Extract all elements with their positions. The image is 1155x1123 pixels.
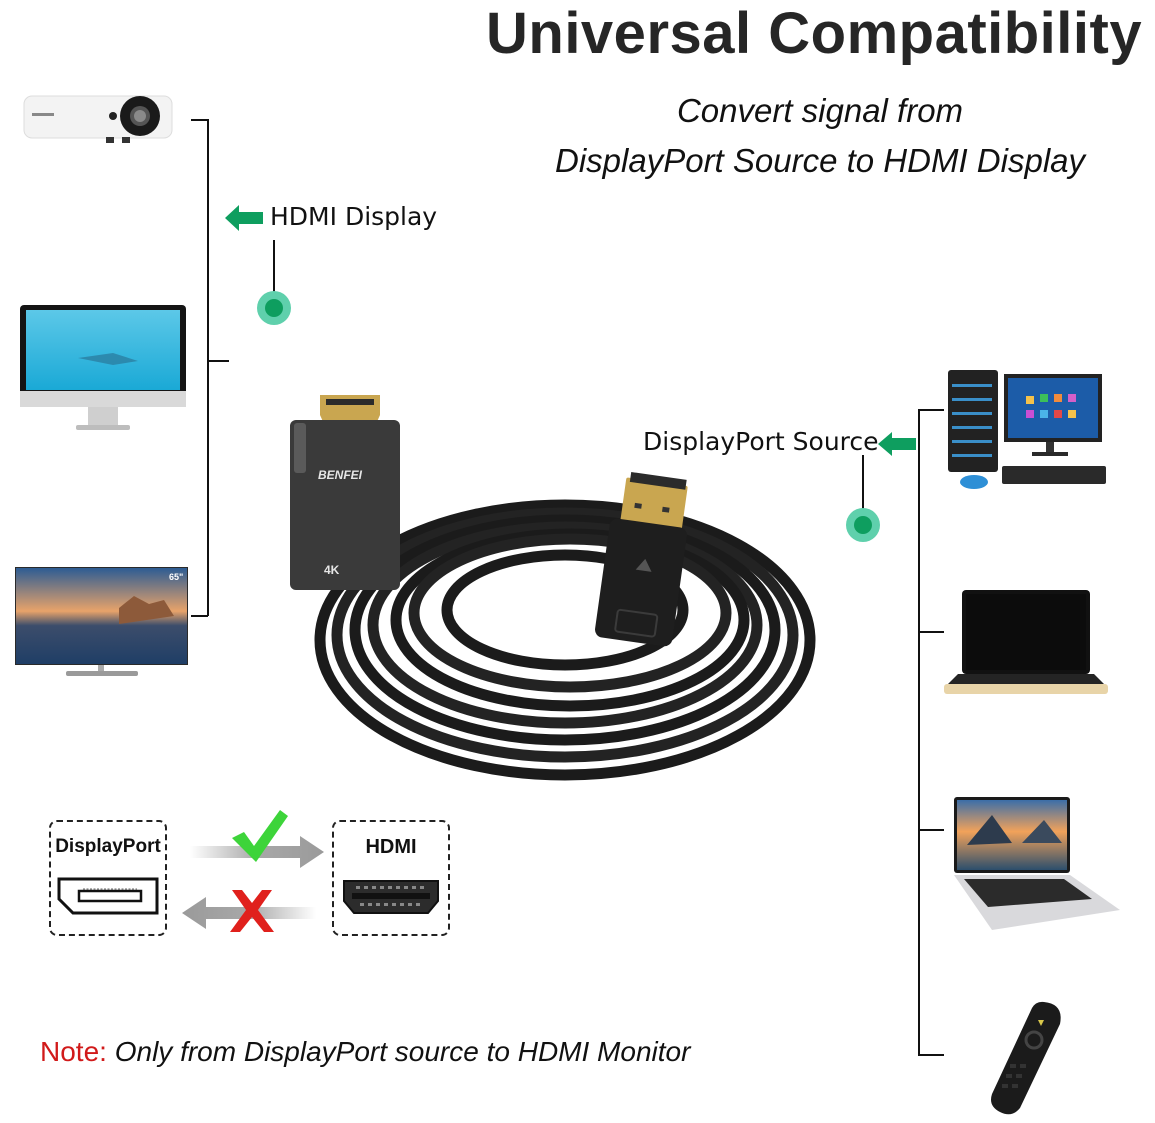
hdmi-marker-dot [257, 291, 291, 325]
left-bracket-bottom [191, 615, 208, 617]
left-bracket-top [191, 119, 208, 121]
projector-image [23, 95, 173, 143]
subtitle: Convert signal from DisplayPort Source t… [520, 86, 1120, 186]
subtitle-line-2: DisplayPort Source to HDMI Display [555, 142, 1085, 179]
compatibility-note: Note: Only from DisplayPort source to HD… [40, 1036, 690, 1068]
displayport-port-label: DisplayPort [55, 836, 161, 857]
right-bracket-laptop-silver [918, 829, 944, 831]
hdmi-display-label: HDMI Display [270, 202, 438, 231]
laptop-gold-image [944, 590, 1108, 694]
arrow-left-icon [225, 205, 263, 231]
cable-4k-badge: 4K [324, 563, 340, 577]
tv-size-badge: 65" [169, 572, 183, 582]
right-bracket-remote [918, 1054, 944, 1056]
remote-control-image [991, 1001, 1061, 1115]
left-bracket-mid [207, 360, 229, 362]
displayport-marker-dot [846, 508, 880, 542]
right-bracket-pc [918, 409, 944, 411]
cross-icon [230, 890, 274, 932]
displayport-source-label: DisplayPort Source [643, 427, 879, 456]
laptop-silver-image [954, 797, 1120, 930]
hdmi-port-label: HDMI [365, 836, 417, 858]
desktop-monitor-image [20, 305, 186, 430]
tv-image: 65" [15, 567, 188, 676]
note-prefix: Note: [40, 1036, 107, 1067]
arrow-left-icon [878, 432, 916, 456]
right-bracket-laptop-gold [918, 631, 944, 633]
cable-brand: BENFEI [318, 468, 363, 482]
hdmi-port-icon [343, 880, 439, 914]
displayport-port-box: DisplayPort [49, 820, 167, 936]
left-bracket-vertical [207, 119, 209, 616]
hdmi-port-box: HDMI [332, 820, 450, 936]
check-icon [232, 810, 288, 862]
subtitle-line-1: Convert signal from [676, 92, 964, 129]
hdmi-leader-line [273, 240, 275, 292]
desktop-pc-image [948, 370, 1106, 489]
right-bracket-vertical [918, 409, 920, 1055]
page-title: Universal Compatibility [486, 1, 1143, 66]
displayport-leader-line [862, 455, 864, 510]
note-text: Only from DisplayPort source to HDMI Mon… [106, 1036, 691, 1067]
displayport-port-icon [57, 877, 159, 915]
dp-to-hdmi-cable-image: BENFEI 4K [290, 395, 816, 781]
